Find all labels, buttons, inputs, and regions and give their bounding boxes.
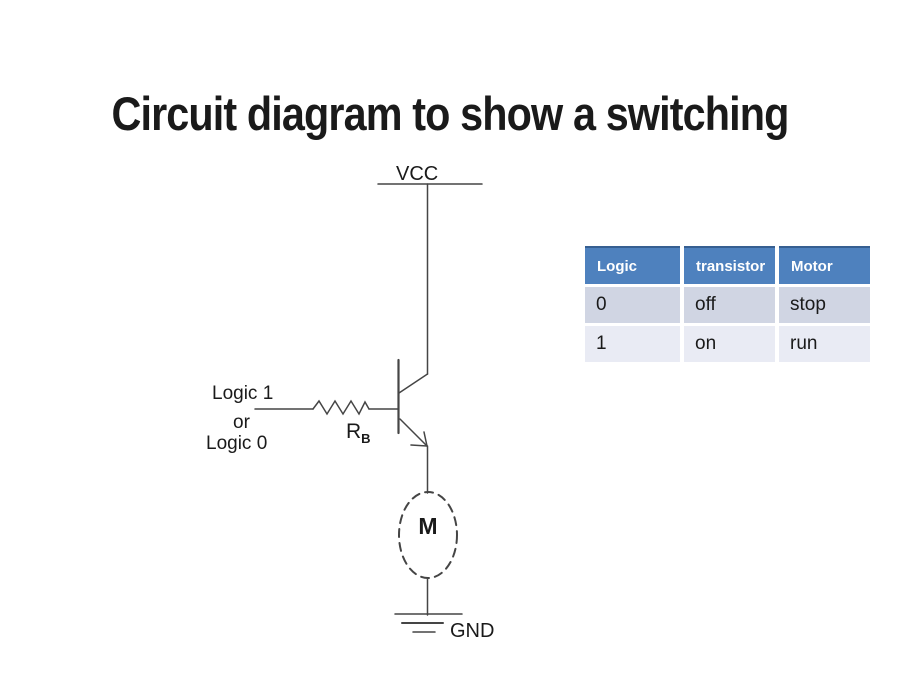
ground-label: GND bbox=[450, 620, 495, 642]
collector-wire bbox=[398, 183, 429, 394]
slide-title: Circuit diagram to show a switching bbox=[111, 87, 789, 141]
table-cell-motor-run: run bbox=[779, 326, 870, 362]
table-header-transistor: transistor bbox=[684, 246, 775, 284]
table-row: 1 on run bbox=[585, 326, 870, 362]
table-cell-motor-stop: stop bbox=[779, 287, 870, 323]
input-label-logic1: Logic 1 bbox=[212, 383, 274, 404]
table-header-row: Logic transistor Motor bbox=[585, 246, 870, 284]
table-row: 0 off stop bbox=[585, 287, 870, 323]
table-cell-logic-1: 1 bbox=[585, 326, 680, 362]
base-resistor-label: RB bbox=[346, 420, 371, 446]
table-cell-logic-0: 0 bbox=[585, 287, 680, 323]
resistor-letter: R bbox=[346, 420, 362, 443]
motor-label: M bbox=[418, 513, 438, 539]
transistor-symbol bbox=[397, 358, 428, 447]
truth-table: Logic transistor Motor 0 off stop 1 on r… bbox=[581, 243, 874, 365]
table-header-logic: Logic bbox=[585, 246, 680, 284]
input-label-or: or bbox=[233, 412, 250, 433]
resistor-symbol bbox=[312, 399, 370, 416]
input-label-logic0: Logic 0 bbox=[206, 433, 268, 454]
table-cell-transistor-on: on bbox=[684, 326, 775, 362]
table-cell-transistor-off: off bbox=[684, 287, 775, 323]
vcc-label: VCC bbox=[396, 163, 439, 185]
resistor-subscript: B bbox=[361, 431, 371, 447]
ground-symbol bbox=[394, 577, 463, 633]
table-header-motor: Motor bbox=[779, 246, 870, 284]
